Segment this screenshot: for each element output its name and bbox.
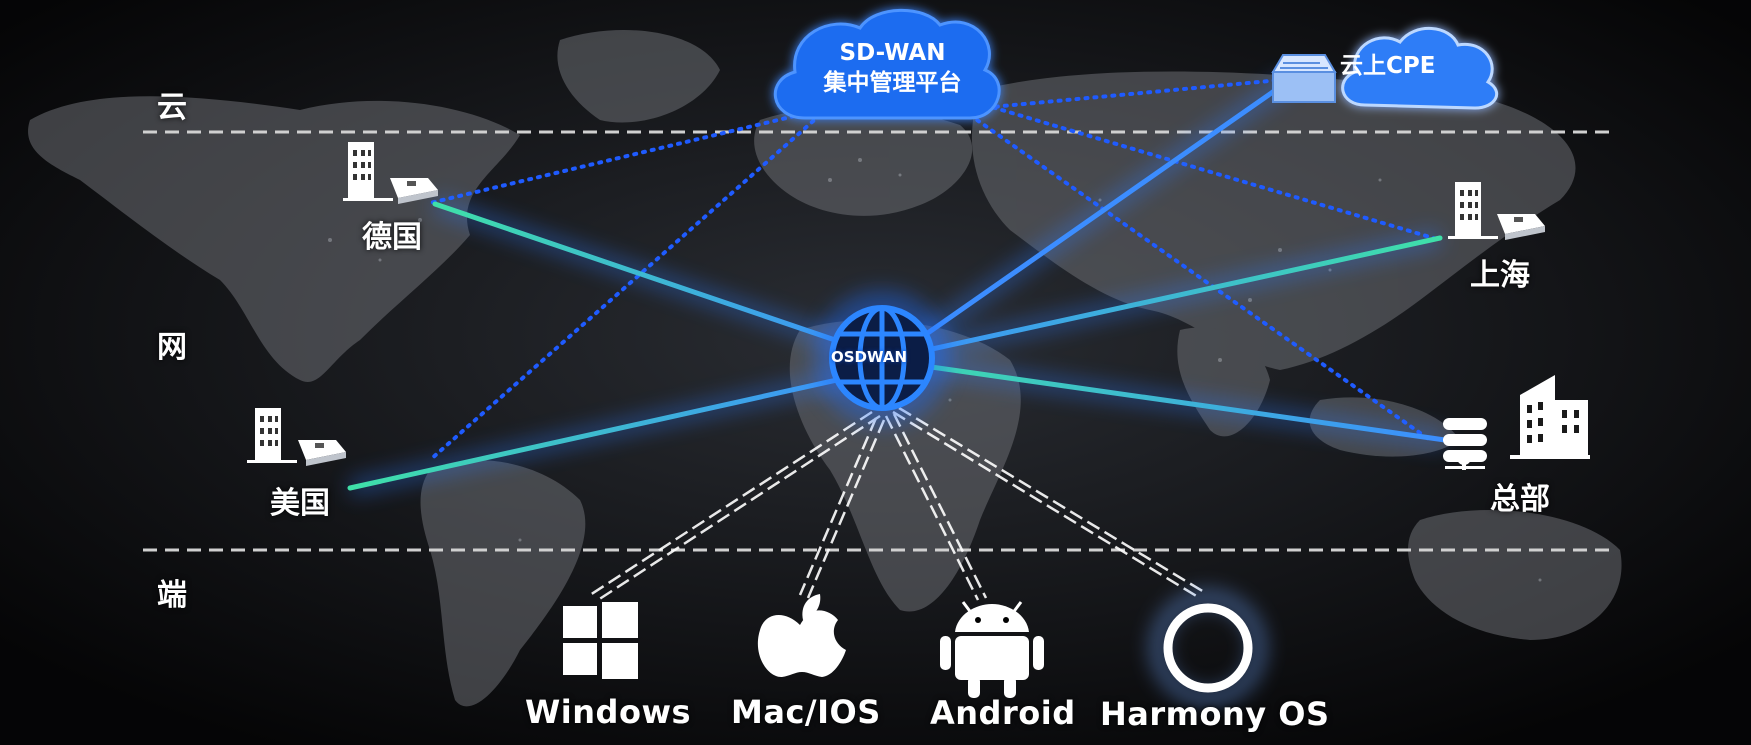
router-icon — [1497, 214, 1545, 240]
tier-label-endpoint: 端 — [157, 578, 187, 613]
windows-icon — [563, 602, 638, 679]
control-link-usa — [428, 113, 822, 462]
usa-label: 美国 — [270, 486, 330, 521]
germany-label: 德国 — [362, 220, 422, 255]
apple-icon — [757, 594, 846, 678]
control-link-hq — [968, 113, 1432, 442]
android-label: Android — [930, 694, 1076, 732]
cloud-cpe-node[interactable] — [1271, 27, 1499, 110]
router-icon — [298, 440, 346, 466]
mac-ios-label: Mac/IOS — [731, 693, 881, 731]
tunnel-hq — [879, 357, 1448, 443]
harmony-os-label: Harmony OS — [1100, 695, 1330, 733]
cloud-icon — [773, 8, 1001, 120]
building-windows — [260, 416, 278, 446]
tunnel-usa — [347, 367, 885, 491]
tunnels — [347, 77, 1448, 491]
osdwan-hub[interactable] — [814, 290, 950, 426]
sdwan-platform-label[interactable]: SD-WAN 集中管理平台 — [790, 38, 995, 98]
cloud-cpe-label[interactable]: 云上CPE — [1340, 53, 1436, 79]
sdwan-platform-subtitle: 集中管理平台 — [823, 70, 962, 96]
tunnel-cpe — [879, 77, 1293, 368]
windows-label: Windows — [525, 693, 692, 731]
headquarters-label: 总部 — [1490, 482, 1550, 517]
tier-label-network: 网 — [157, 330, 187, 365]
headquarters-node[interactable] — [1443, 375, 1590, 470]
client-links — [589, 406, 1205, 602]
germany-node[interactable] — [343, 142, 438, 204]
control-links — [428, 78, 1442, 462]
tunnel-shanghai — [879, 235, 1443, 363]
control-link-cpe — [958, 78, 1282, 112]
globe-icon — [838, 305, 926, 411]
building-windows — [1460, 190, 1478, 220]
building-windows — [1527, 402, 1579, 443]
sdwan-platform-title: SD-WAN — [839, 40, 946, 66]
router-icon — [390, 178, 438, 204]
building-windows — [353, 150, 371, 180]
control-link-shanghai — [983, 103, 1442, 242]
shanghai-label: 上海 — [1470, 258, 1530, 293]
osdwan-hub-label[interactable]: OSDWAN — [831, 348, 908, 366]
cpe-device-icon — [1271, 54, 1337, 103]
android-icon — [940, 601, 1044, 698]
cloud-icon — [1341, 27, 1499, 110]
shanghai-node[interactable] — [1448, 182, 1545, 240]
server-icon — [1443, 418, 1487, 470]
tier-label-cloud: 云 — [157, 90, 187, 125]
control-link-germany — [428, 108, 822, 205]
tunnel-germany — [432, 201, 885, 359]
harmony-os-icon — [1150, 590, 1266, 706]
sdwan-platform-cloud[interactable] — [773, 8, 1001, 120]
usa-node[interactable] — [247, 408, 346, 466]
